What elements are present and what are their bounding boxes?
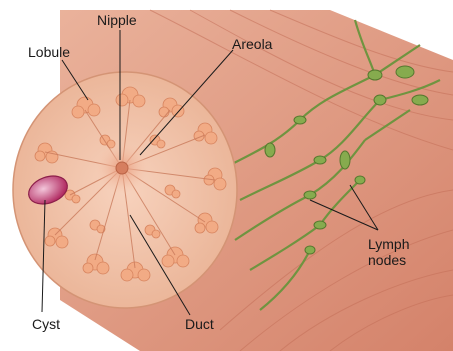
label-duct: Duct xyxy=(185,316,214,332)
label-nipple: Nipple xyxy=(97,12,137,28)
nipple xyxy=(116,162,128,174)
label-areola: Areola xyxy=(232,36,272,52)
label-lobule: Lobule xyxy=(28,44,70,60)
label-lymph-nodes: Lymph nodes xyxy=(368,236,428,268)
label-cyst: Cyst xyxy=(32,316,60,332)
